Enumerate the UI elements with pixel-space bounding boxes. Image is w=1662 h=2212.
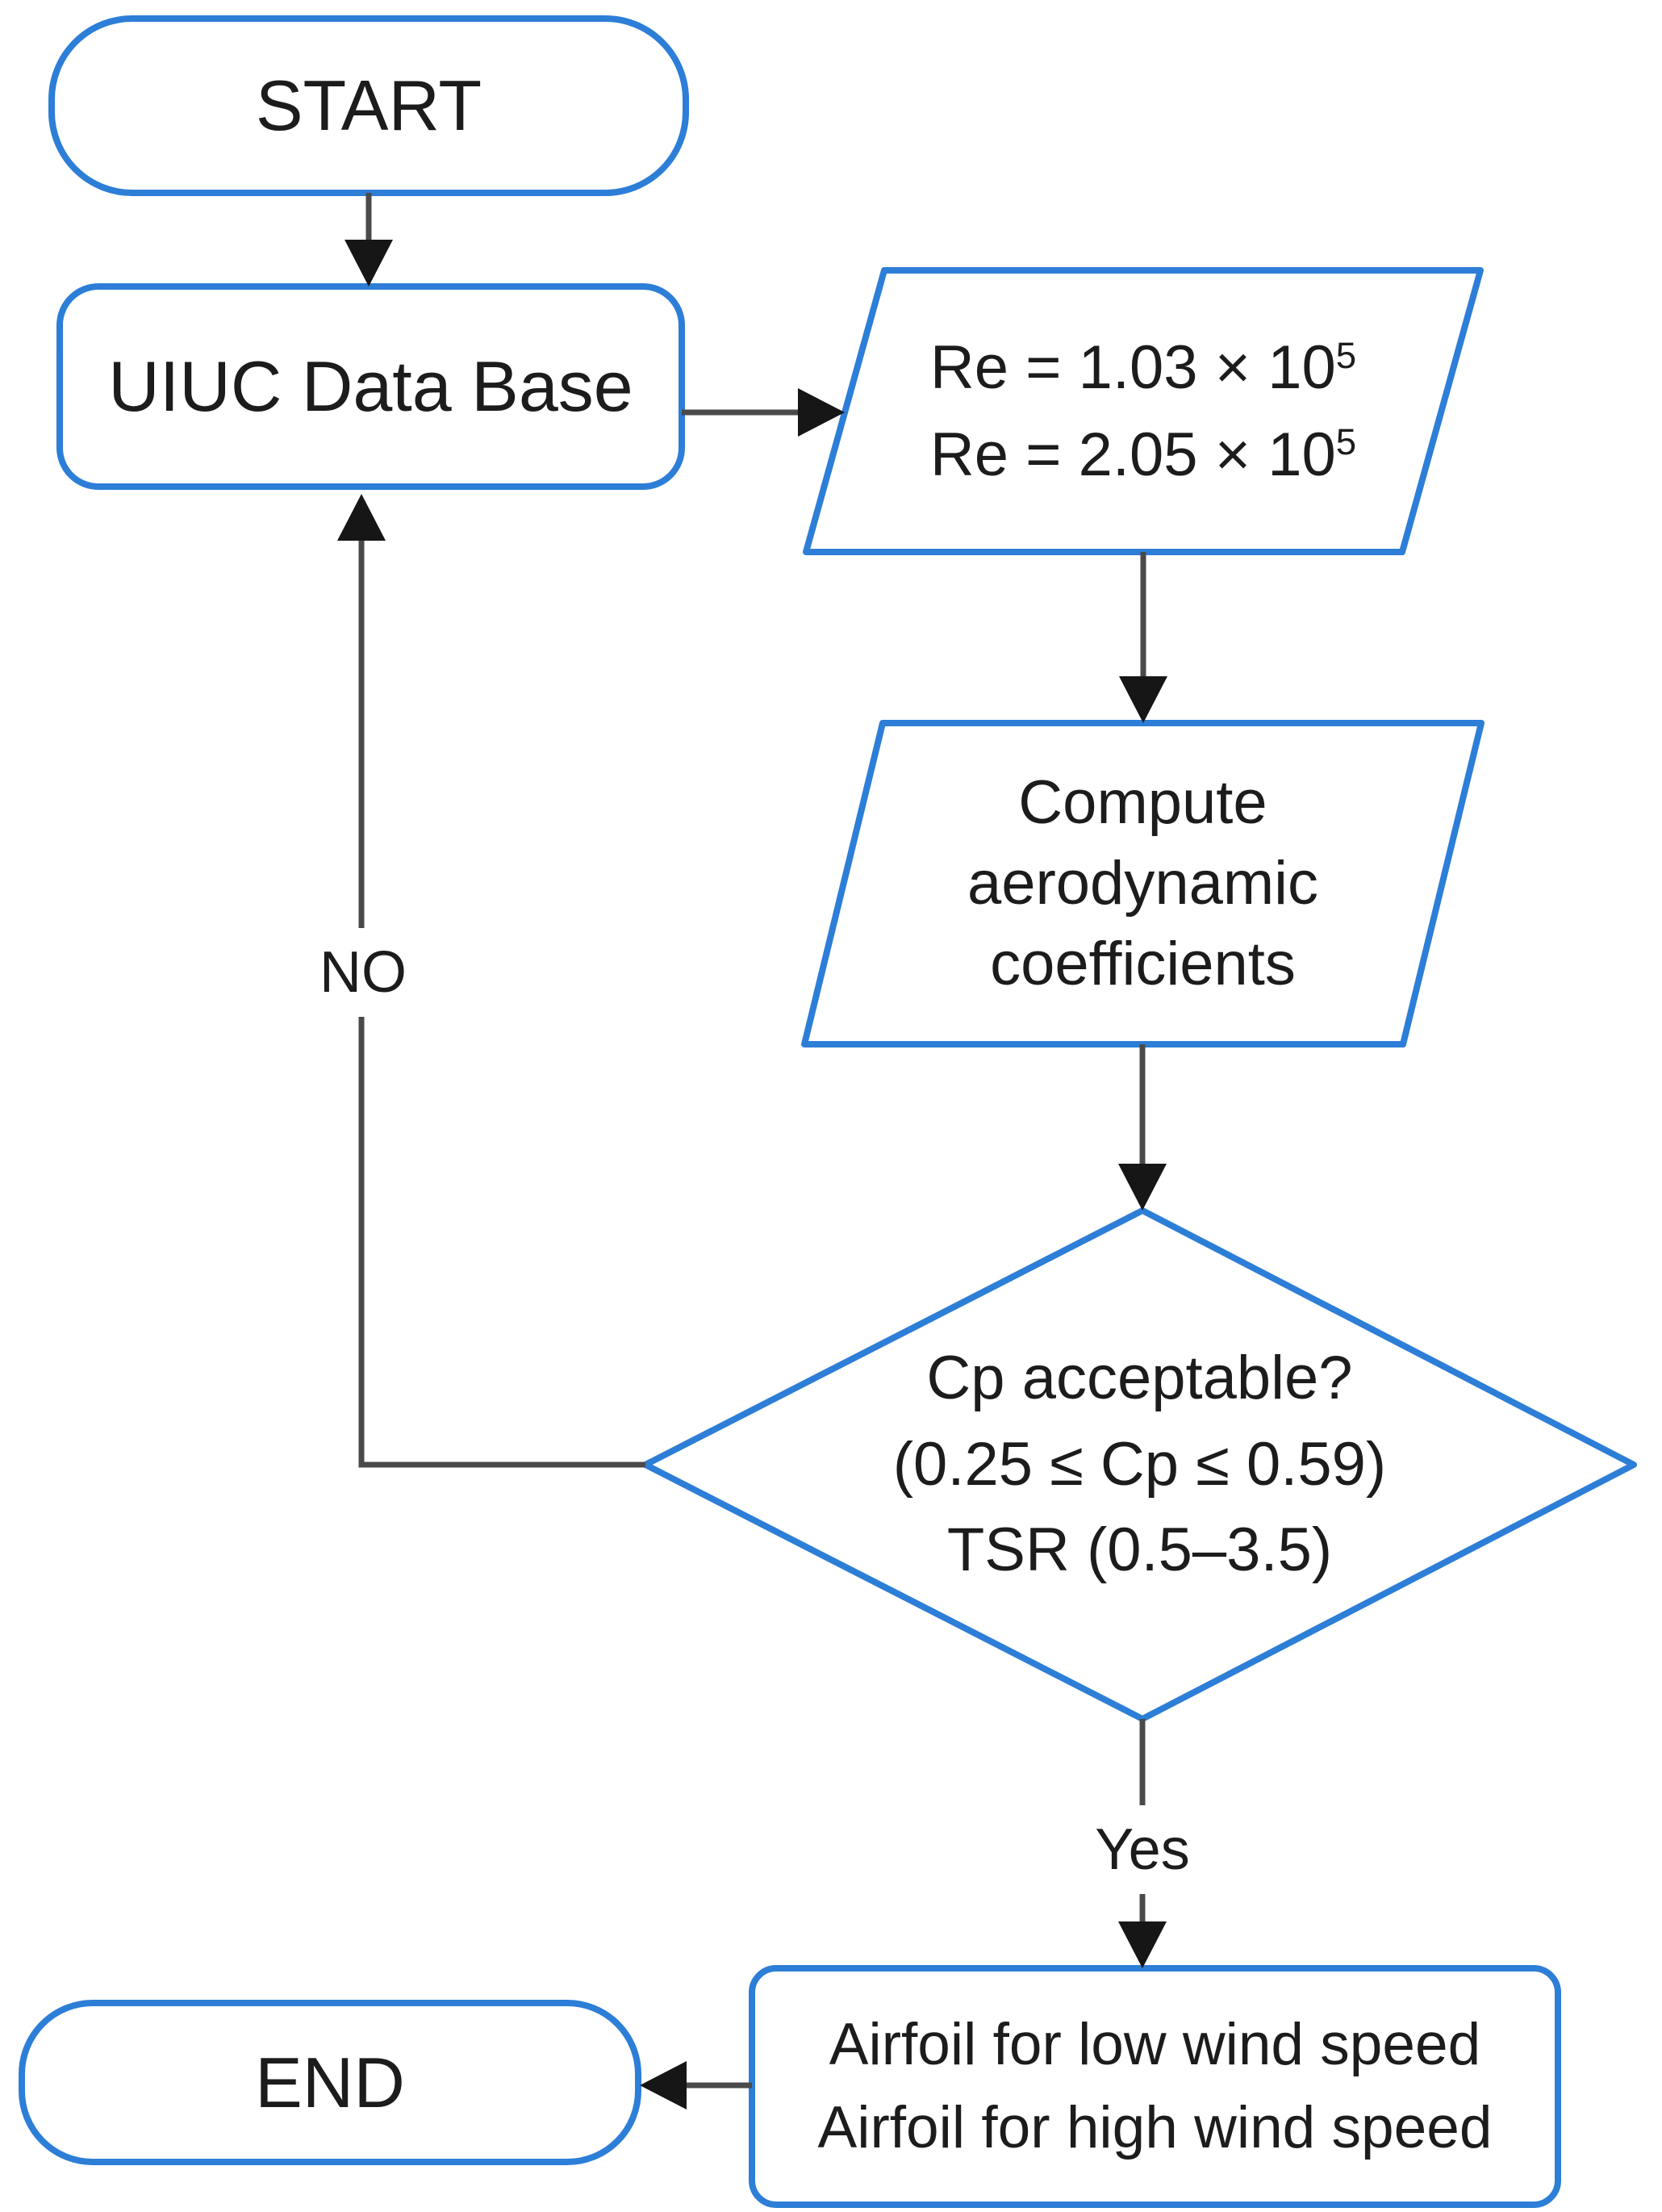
uiuc-database-node: UIUC Data Base xyxy=(60,286,682,487)
edge-compute-to-decision-arrowhead xyxy=(1118,1164,1167,1211)
edge-uiuc-to-reynolds-arrowhead xyxy=(798,388,845,437)
airfoil-result-node: Airfoil for low wind speed Airfoil for h… xyxy=(752,1968,1558,2205)
uiuc-database-process-shape xyxy=(56,283,685,490)
compute-coefficients-parallelogram-shape xyxy=(801,720,1485,1047)
end-label: END xyxy=(255,2042,405,2122)
airfoil-line-2: Airfoil for high wind speed xyxy=(817,2094,1493,2160)
edge-decision-no-to-uiuc-arrowhead xyxy=(337,494,386,541)
reynolds-line-2: Re = 2.05 × 105 xyxy=(930,412,1356,499)
reynolds-input-parallelogram-shape xyxy=(803,267,1484,555)
uiuc-database-label: UIUC Data Base xyxy=(108,346,633,427)
end-terminator-shape xyxy=(19,2000,641,2165)
compute-line-2: aerodynamic xyxy=(967,848,1319,918)
edge-decision-yes-to-airfoil-arrowhead xyxy=(1118,1921,1167,1968)
reynolds-line-2-base: Re = 2.05 × 10 xyxy=(929,420,1336,489)
compute-coefficients-node: Compute aerodynamic coefficients xyxy=(804,723,1481,1044)
reynolds-input-node: Re = 1.03 × 105 Re = 2.05 × 105 xyxy=(806,270,1480,552)
start-label: START xyxy=(255,65,482,146)
end-node: END xyxy=(22,2003,638,2162)
edge-reynolds-to-compute-arrowhead xyxy=(1119,676,1167,723)
edge-airfoil-to-end-arrowhead xyxy=(640,2061,687,2110)
cp-decision-line-2: (0.25 ≤ Cp ≤ 0.59) xyxy=(892,1429,1387,1499)
airfoil-line-1: Airfoil for low wind speed xyxy=(829,2012,1481,2078)
cp-decision-line-3: TSR (0.5–3.5) xyxy=(946,1516,1333,1585)
cp-decision-node: Cp acceptable? (0.25 ≤ Cp ≤ 0.59) TSR (0… xyxy=(645,1211,1634,1719)
cp-decision-line-1: Cp acceptable? xyxy=(926,1344,1353,1413)
reynolds-line-2-exponent: 5 xyxy=(1335,421,1357,463)
compute-line-3: coefficients xyxy=(990,930,1296,999)
reynolds-line-1: Re = 1.03 × 105 xyxy=(930,324,1356,412)
reynolds-line-1-exponent: 5 xyxy=(1335,334,1357,376)
no-branch-label: NO xyxy=(313,928,413,1017)
edge-decision-no-to-uiuc-line xyxy=(358,539,645,1468)
reynolds-line-1-base: Re = 1.03 × 10 xyxy=(929,332,1336,402)
yes-branch-label: Yes xyxy=(1088,1805,1196,1894)
compute-line-1: Compute xyxy=(1018,767,1267,837)
edge-start-to-uiuc-arrowhead xyxy=(345,240,393,286)
start-node: START xyxy=(52,19,686,193)
